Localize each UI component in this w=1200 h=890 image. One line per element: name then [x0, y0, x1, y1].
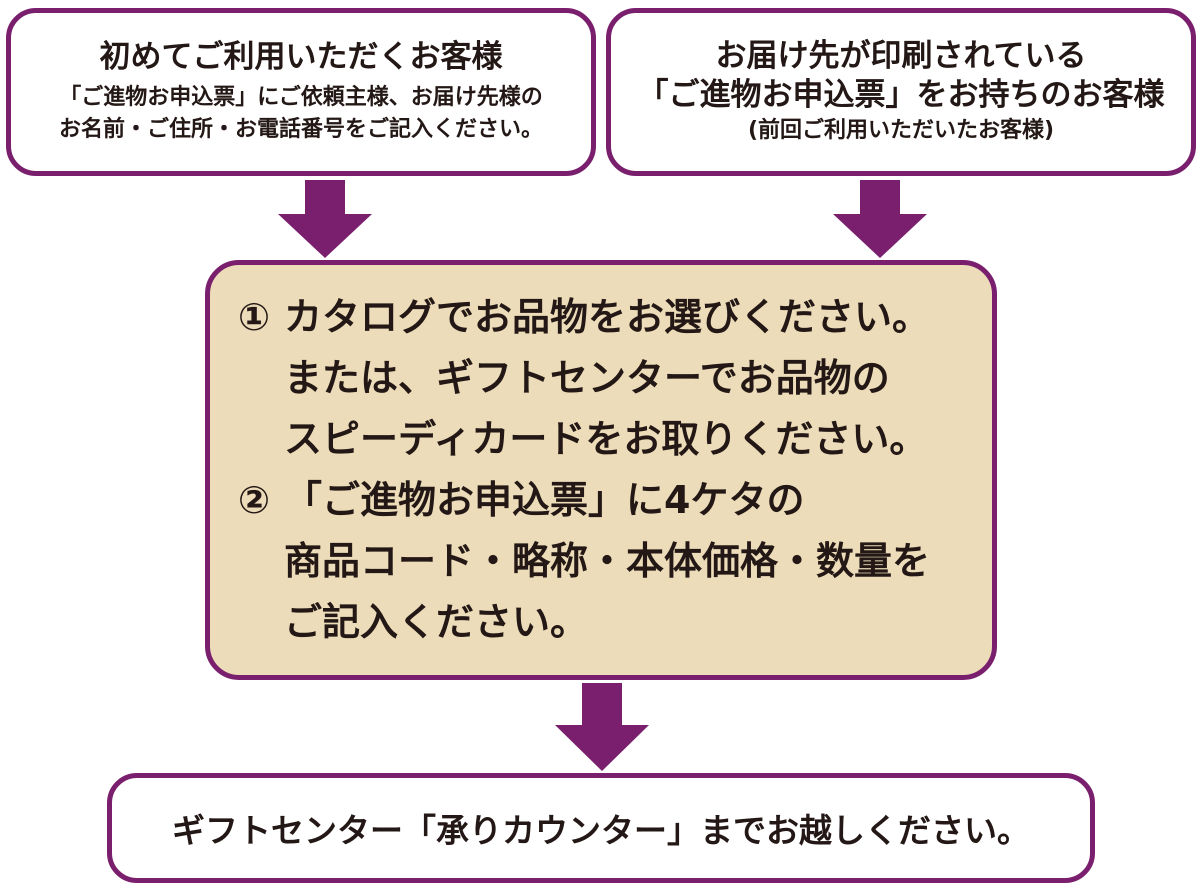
step-1-marker: ① [238, 295, 271, 339]
first-time-instruction-line-2: お名前・ご住所・お電話番号をご記入ください。 [58, 117, 543, 143]
first-time-customer-title: 初めてご利用いただくお客様 [99, 38, 503, 75]
first-time-customer-box: 初めてご利用いただくお客様 「ご進物お申込票」にご依頼主様、お届け先様の お名前… [6, 8, 596, 176]
step-1-line-3: スピーディカードをお取りください。 [284, 417, 928, 461]
step-2-line-2: 商品コード・略称・本体価格・数量を [284, 539, 931, 583]
repeat-customer-title-line-1: お届け先が印刷されている [715, 38, 1087, 75]
repeat-customer-note: (前回ご利用いただいたお客様) [747, 117, 1055, 143]
arrow-down-icon [555, 683, 649, 771]
final-instruction-box: ギフトセンター「承りカウンター」までお越しください。 [107, 773, 1095, 883]
step-1-line-2: または、ギフトセンターでお品物の [284, 356, 890, 400]
repeat-customer-title-line-2: 「ご進物お申込票」をお持ちのお客様 [637, 77, 1165, 114]
step-2-line-1: 「ご進物お申込票」に4ケタの [284, 478, 805, 522]
arrow-down-icon [278, 180, 372, 258]
step-2-line-3: ご記入ください。 [284, 600, 589, 644]
step-1: ① カタログでお品物をお選びください。 または、ギフトセンターでお品物の スピー… [238, 287, 930, 470]
final-instruction-text: ギフトセンター「承りカウンター」までお越しください。 [172, 811, 1030, 850]
repeat-customer-box: お届け先が印刷されている 「ご進物お申込票」をお持ちのお客様 (前回ご利用いただ… [606, 8, 1196, 176]
step-2: ② 「ご進物お申込票」に4ケタの 商品コード・略称・本体価格・数量を ご記入くだ… [238, 470, 930, 653]
arrow-down-icon [833, 180, 927, 258]
steps-box: ① カタログでお品物をお選びください。 または、ギフトセンターでお品物の スピー… [205, 260, 997, 680]
first-time-instruction-line-1: 「ご進物お申込票」にご依頼主様、お届け先様の [59, 85, 543, 111]
step-1-line-1: カタログでお品物をお選びください。 [284, 295, 931, 339]
step-2-marker: ② [238, 478, 271, 522]
